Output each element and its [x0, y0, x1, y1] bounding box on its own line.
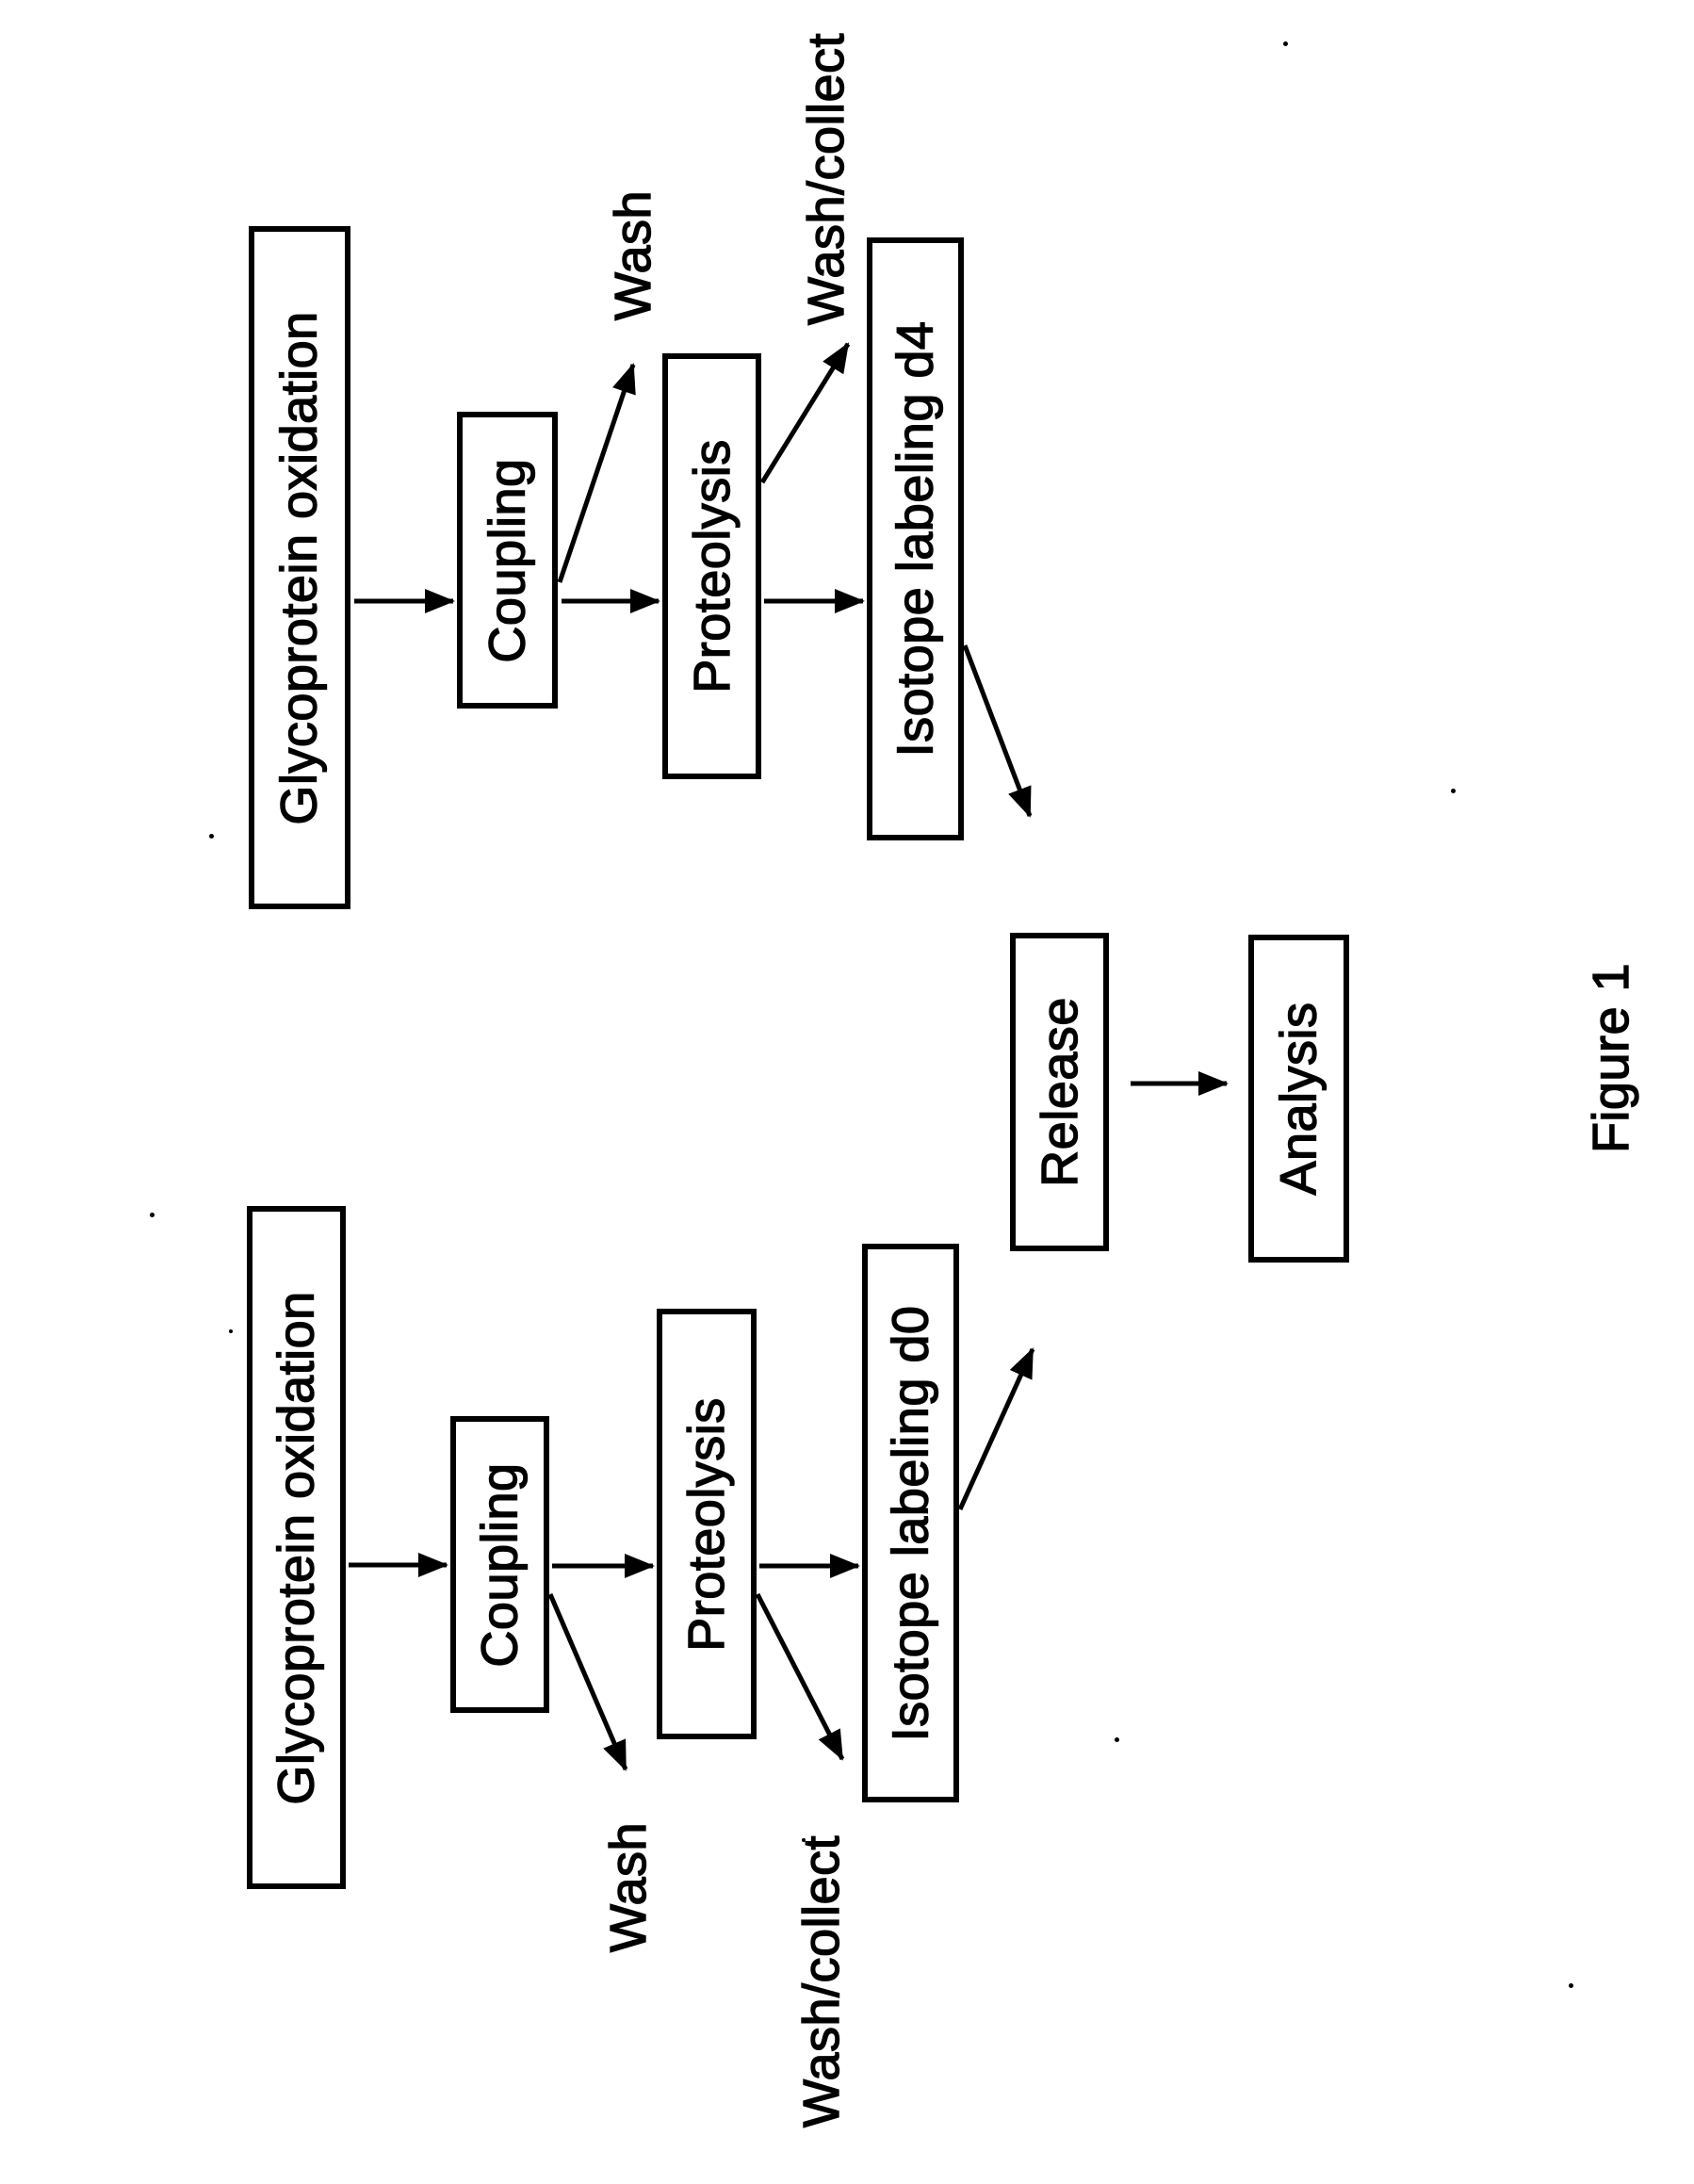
flow-step-analysis: Analysis	[1248, 935, 1349, 1263]
scan-speck	[1115, 1737, 1119, 1742]
arrow-coupling-to-wash-d4	[557, 363, 636, 583]
scan-speck	[802, 1838, 806, 1842]
scan-speck	[150, 1213, 155, 1217]
flow-step-isotope-labeling-d0: Isotope labeling d0	[862, 1244, 959, 1802]
scan-speck	[1283, 41, 1288, 46]
flow-step-proteolysis-d4: Proteolysis	[662, 353, 761, 779]
flow-step-glycoprotein-oxidation-d0: Glycoprotein oxidation	[247, 1206, 346, 1889]
scan-speck	[229, 1329, 233, 1333]
flow-step-coupling-d4: Coupling	[457, 412, 558, 709]
flow-step-proteolysis-d0: Proteolysis	[657, 1309, 757, 1739]
flow-step-glycoprotein-oxidation-d4: Glycoprotein oxidation	[249, 226, 350, 909]
arrow-proteolysis-to-wash-collect-d0	[755, 1592, 845, 1761]
flow-step-coupling-d0: Coupling	[450, 1416, 549, 1713]
arrow-labeling-d0-to-release	[957, 1347, 1035, 1511]
arrow-labeling-d4-to-release	[962, 644, 1033, 818]
flow-step-isotope-labeling-d4: Isotope labeling d4	[867, 237, 964, 840]
scan-speck	[1569, 1983, 1573, 1988]
scan-speck	[209, 834, 214, 839]
arrow-proteolysis-to-wash-collect-d4	[759, 342, 851, 484]
flow-step-release: Release	[1010, 933, 1109, 1251]
arrow-coupling-to-wash-d0	[547, 1593, 628, 1771]
scan-speck	[1451, 789, 1456, 793]
